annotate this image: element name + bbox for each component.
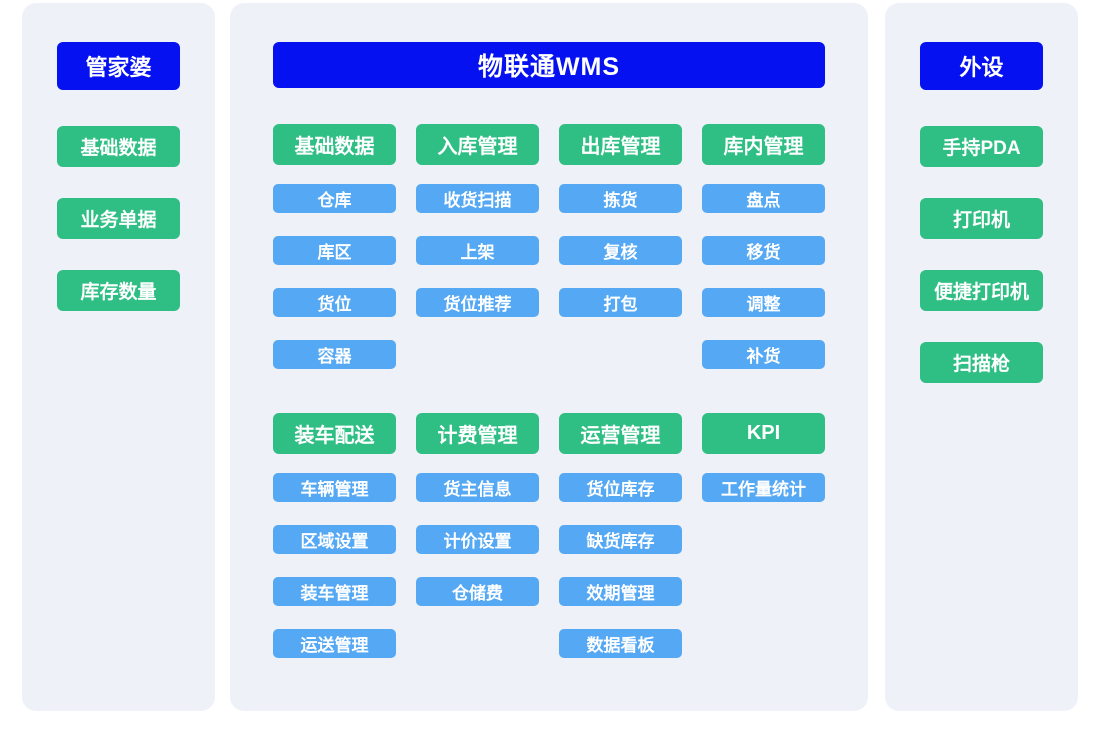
panel-peripherals: 外设 手持PDA 打印机 便捷打印机 扫描枪: [885, 3, 1078, 711]
left-item-stock-qty: 库存数量: [57, 270, 180, 311]
module-box: 库区: [273, 236, 396, 265]
left-item-basic-data: 基础数据: [57, 126, 180, 167]
module-box: 计价设置: [416, 525, 539, 554]
category-box: 库内管理: [702, 124, 825, 165]
category-box: 入库管理: [416, 124, 539, 165]
module-box: 收货扫描: [416, 184, 539, 213]
module-box: 缺货库存: [559, 525, 682, 554]
module-box: 车辆管理: [273, 473, 396, 502]
module-box: 工作量统计: [702, 473, 825, 502]
module-box: 打包: [559, 288, 682, 317]
panel-peripherals-title: 外设: [920, 42, 1043, 90]
module-box: 盘点: [702, 184, 825, 213]
module-box: 仓储费: [416, 577, 539, 606]
module-box: 复核: [559, 236, 682, 265]
column-basic-data: 基础数据 仓库 库区 货位 容器: [273, 124, 396, 369]
wms-section-2: 装车配送 车辆管理 区域设置 装车管理 运送管理 计费管理 货主信息 计价设置 …: [273, 413, 825, 658]
right-item-scanner-gun: 扫描枪: [920, 342, 1043, 383]
module-box: 货位推荐: [416, 288, 539, 317]
right-item-handheld-pda: 手持PDA: [920, 126, 1043, 167]
wms-section-1: 基础数据 仓库 库区 货位 容器 入库管理 收货扫描 上架 货位推荐 出库管理 …: [273, 124, 825, 369]
panel-guanjiapo-title: 管家婆: [57, 42, 180, 90]
module-box: 仓库: [273, 184, 396, 213]
category-box: 装车配送: [273, 413, 396, 454]
category-box: 基础数据: [273, 124, 396, 165]
column-in-warehouse: 库内管理 盘点 移货 调整 补货: [702, 124, 825, 369]
category-box: 出库管理: [559, 124, 682, 165]
module-box: 货位库存: [559, 473, 682, 502]
column-inbound: 入库管理 收货扫描 上架 货位推荐: [416, 124, 539, 369]
column-operations: 运营管理 货位库存 缺货库存 效期管理 数据看板: [559, 413, 682, 658]
module-box: 货位: [273, 288, 396, 317]
panel-wms-title: 物联通WMS: [273, 42, 825, 88]
module-box: 补货: [702, 340, 825, 369]
category-box: 运营管理: [559, 413, 682, 454]
column-billing: 计费管理 货主信息 计价设置 仓储费: [416, 413, 539, 658]
module-box: 拣货: [559, 184, 682, 213]
column-outbound: 出库管理 拣货 复核 打包: [559, 124, 682, 369]
column-kpi: KPI 工作量统计: [702, 413, 825, 658]
panel-wms: 物联通WMS 基础数据 仓库 库区 货位 容器 入库管理 收货扫描 上架 货位推…: [230, 3, 868, 711]
module-box: 移货: [702, 236, 825, 265]
module-box: 数据看板: [559, 629, 682, 658]
category-box: 计费管理: [416, 413, 539, 454]
module-box: 区域设置: [273, 525, 396, 554]
module-box: 装车管理: [273, 577, 396, 606]
column-loading-delivery: 装车配送 车辆管理 区域设置 装车管理 运送管理: [273, 413, 396, 658]
left-item-business-docs: 业务单据: [57, 198, 180, 239]
right-item-portable-printer: 便捷打印机: [920, 270, 1043, 311]
module-box: 上架: [416, 236, 539, 265]
panel-guanjiapo: 管家婆 基础数据 业务单据 库存数量: [22, 3, 215, 711]
right-item-printer: 打印机: [920, 198, 1043, 239]
module-box: 调整: [702, 288, 825, 317]
category-box: KPI: [702, 413, 825, 454]
module-box: 运送管理: [273, 629, 396, 658]
module-box: 货主信息: [416, 473, 539, 502]
module-box: 效期管理: [559, 577, 682, 606]
module-box: 容器: [273, 340, 396, 369]
